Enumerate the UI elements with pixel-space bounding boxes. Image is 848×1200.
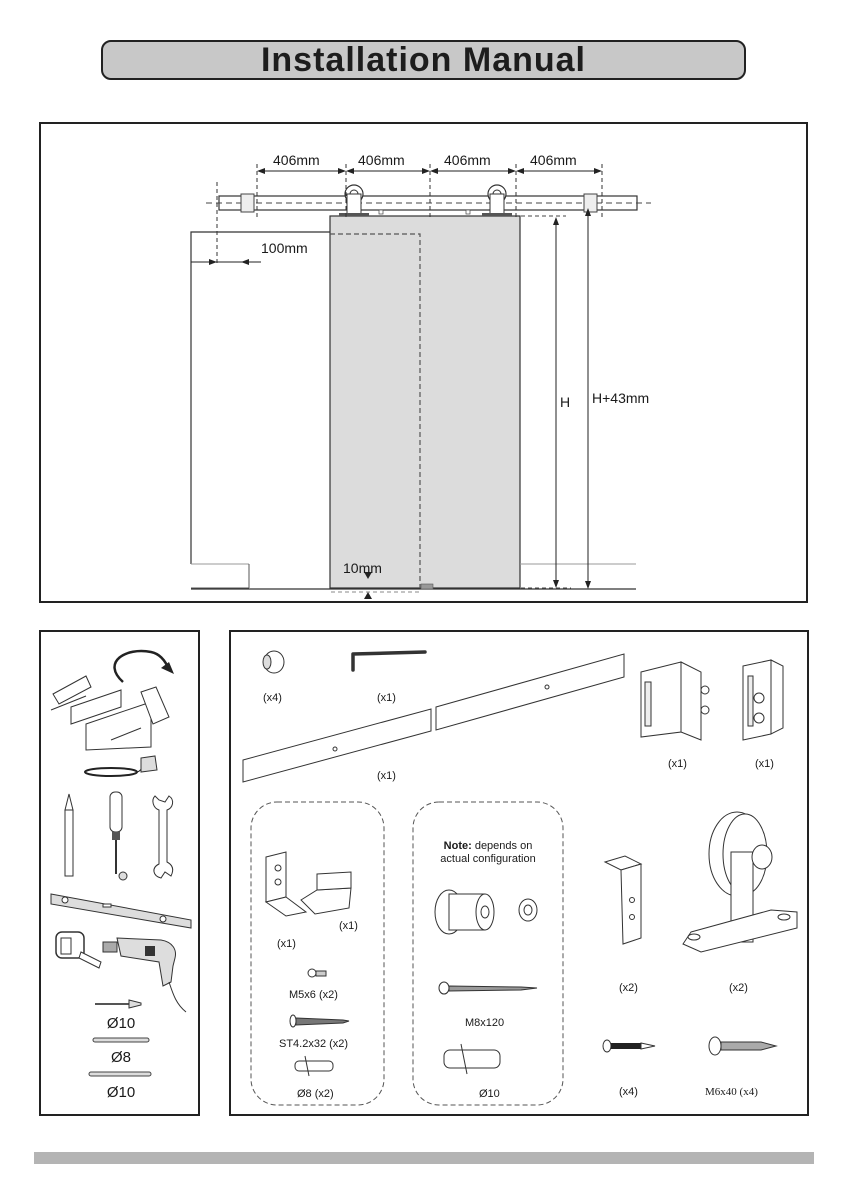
door-opening-outline	[330, 233, 421, 588]
anti-jump-qty: (x2)	[619, 982, 638, 994]
spade-bit-icon	[95, 999, 142, 1009]
anchor-8-label: Ø8 (x2)	[297, 1088, 334, 1100]
stopper-a-qty: (x1)	[668, 758, 687, 770]
tape-measure-icon	[55, 931, 102, 969]
wood-screw-icon	[602, 1039, 656, 1053]
spacing-label-3: 406mm	[444, 152, 491, 168]
floor-bracket-qty: (x1)	[277, 938, 296, 950]
floor-gap-label: 10mm	[343, 560, 382, 576]
bit-label-1: Ø10	[106, 1015, 136, 1032]
curved-arrow-icon	[113, 649, 171, 683]
note-line2: actual configuration	[440, 853, 536, 865]
roller-left	[339, 184, 369, 217]
roller-hanger-icon	[682, 811, 798, 953]
wrench-icon	[152, 795, 174, 879]
floor-guide-bracket-icon	[264, 851, 308, 917]
anti-jump-bracket-icon	[603, 855, 643, 945]
wall-outline	[190, 231, 330, 564]
spirit-level-icon	[50, 893, 192, 929]
parts-list-panel: (x4) (x1) (x1) (x1) (x1) (x1) (x1) M5x6 …	[229, 630, 809, 1116]
stopper-right	[583, 193, 598, 213]
wall-offset-label: 100mm	[261, 240, 308, 256]
wall-anchor-10-icon	[443, 1043, 501, 1075]
floor-guide-group-border	[250, 801, 385, 1106]
installation-diagram: 406mm 406mm 406mm 406mm 100mm 10mm H H+4…	[39, 122, 808, 603]
configuration-note: Note: depends on actual configuration	[421, 840, 555, 866]
spacing-label-1: 406mm	[273, 152, 320, 168]
m6-screw-icon	[708, 1036, 778, 1056]
hex-key-qty: (x1)	[377, 692, 396, 704]
st-screw-label: ST4.2x32 (x2)	[279, 1038, 349, 1050]
anchor-10-label: Ø10	[479, 1088, 500, 1100]
washer-icon	[518, 898, 538, 922]
roller-qty: (x2)	[729, 982, 748, 994]
rail-qty: (x1)	[377, 770, 396, 782]
bit-label-3: Ø10	[106, 1084, 136, 1101]
rail-height-label: H+43mm	[592, 390, 650, 406]
spacing-label-4: 406mm	[530, 152, 577, 168]
title-banner: Installation Manual	[101, 40, 746, 80]
end-cap-icon	[262, 650, 285, 674]
tools-svg	[50, 649, 192, 1077]
page-title: Installation Manual	[260, 40, 587, 79]
note-bold-label: Note:	[443, 840, 472, 852]
wall-anchor-8-icon	[294, 1055, 334, 1077]
door-height-label: H	[560, 394, 571, 410]
footer-bar	[34, 1152, 814, 1164]
lag-bolt-icon	[438, 981, 538, 995]
floor-guide-qty: (x1)	[339, 920, 358, 932]
lag-bolt-label: M8x120	[465, 1017, 505, 1029]
electric-drill-icon	[102, 937, 187, 1013]
chalk-line-icon	[84, 755, 158, 777]
drill-bit-10-icon	[88, 1071, 152, 1077]
st-screw-icon	[289, 1014, 350, 1028]
end-cap-qty: (x4)	[263, 692, 282, 704]
screwdriver-icon	[109, 791, 128, 881]
stopper-b-qty: (x1)	[755, 758, 774, 770]
parts-svg	[242, 650, 798, 1106]
note-text: depends on	[471, 840, 533, 852]
bit-label-2: Ø8	[110, 1049, 132, 1066]
floor-guide-icon	[300, 871, 352, 915]
m5-screw-icon	[307, 968, 327, 978]
track-rail-icon	[242, 653, 625, 783]
toolbox-icon	[50, 675, 170, 751]
floor-guide	[420, 583, 434, 590]
stopper-left	[240, 193, 255, 213]
spacer-group-border	[412, 801, 564, 1106]
door-panel	[329, 215, 521, 589]
door-diagram-svg	[190, 164, 651, 599]
m5-screw-label: M5x6 (x2)	[289, 989, 338, 1001]
stopper-b-icon	[742, 659, 784, 741]
drill-bit-8-icon	[92, 1037, 150, 1043]
spacing-label-2: 406mm	[358, 152, 405, 168]
stopper-a-icon	[640, 661, 710, 741]
spacer-icon	[434, 889, 495, 935]
required-tools-panel: Ø10 Ø8 Ø10	[39, 630, 200, 1116]
wood-screw-qty: (x4)	[619, 1086, 638, 1098]
roller-right	[482, 184, 512, 217]
pencil-icon	[64, 793, 74, 877]
hex-key-icon	[351, 650, 427, 672]
m6-screw-label: M6x40 (x4)	[705, 1086, 758, 1098]
